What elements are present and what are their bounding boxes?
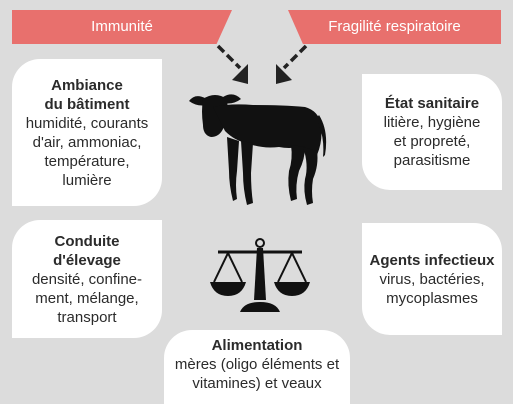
arrow-down-left-icon (276, 44, 308, 84)
factor-agents-infectieux: Agents infectieux virus, bactéries, myco… (362, 223, 502, 335)
balance-scale-icon (210, 238, 310, 312)
banner-fragilite-respiratoire: Fragilité respiratoire (288, 10, 501, 44)
factor-title: Ambiance du bâtiment (44, 76, 130, 113)
factor-title: État sanitaire (384, 95, 480, 112)
factor-title: Alimentation (211, 337, 303, 354)
factor-etat-sanitaire: État sanitaire litière, hygiène et propr… (362, 74, 502, 190)
factor-text: virus, bactéries, mycoplasmes (379, 270, 485, 307)
factor-alimentation: Alimentation mères (oligo éléments et vi… (164, 330, 350, 404)
factor-title: Agents infectieux (369, 251, 495, 269)
calf-silhouette-icon (189, 94, 327, 205)
arrow-down-right-icon (216, 44, 248, 84)
factor-conduite-elevage: Conduite d'élevage densité, confine- men… (12, 220, 162, 338)
factor-text: densité, confine- ment, mélange, transpo… (31, 270, 143, 326)
banner-immunite: Immunité (12, 10, 232, 44)
factor-text: litière, hygiène et propreté, parasitism… (383, 114, 481, 169)
factor-title: Conduite d'élevage (53, 232, 121, 269)
factor-text: humidité, courants d'air, ammoniac, temp… (25, 114, 149, 189)
factor-text: mères (oligo éléments et vitamines) et v… (174, 356, 340, 392)
factor-ambiance-batiment: Ambiance du bâtiment humidité, courants … (12, 59, 162, 206)
